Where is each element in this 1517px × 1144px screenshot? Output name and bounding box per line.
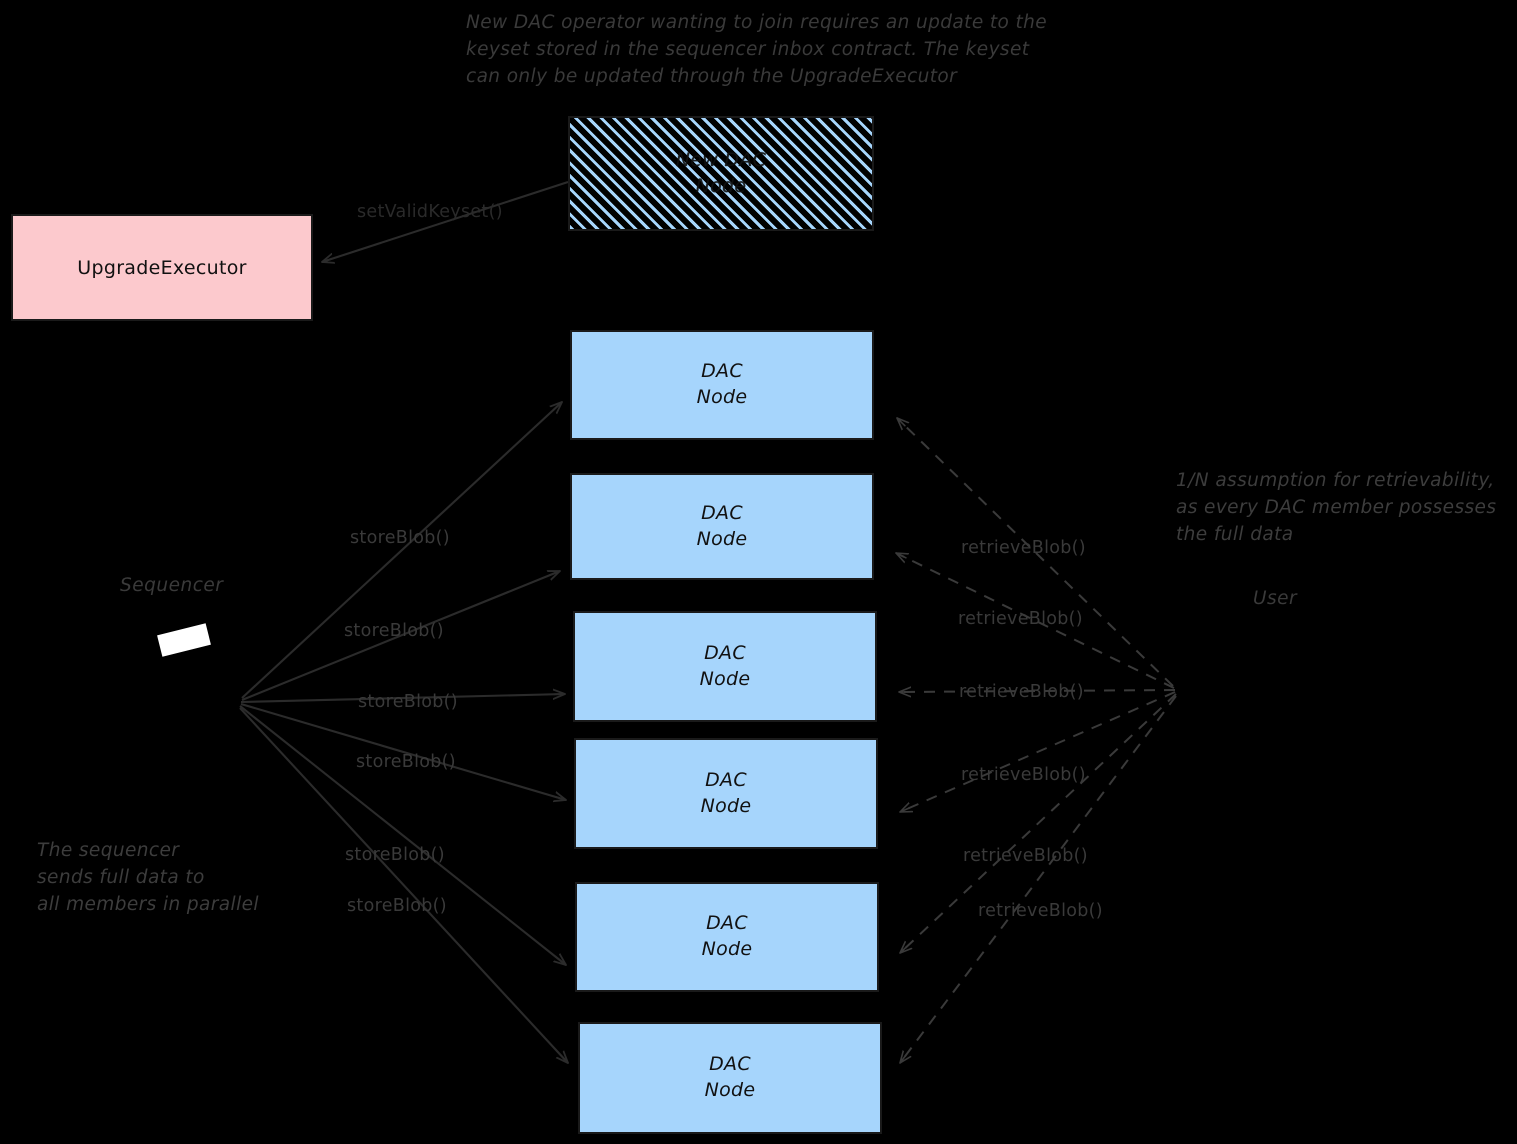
edge-label-retrieve-blob-3: retrieveBlob() xyxy=(959,682,1084,702)
dac-node-box-1[interactable]: DAC Node xyxy=(570,330,874,440)
new-dac-node-line1: New DAC xyxy=(675,148,767,171)
dac-node-4-line1: DAC xyxy=(705,768,747,791)
dac-node-3-line1: DAC xyxy=(704,641,746,664)
dac-node-2-line2: Node xyxy=(696,527,748,550)
dac-node-2-line1: DAC xyxy=(701,501,743,524)
edge-label-set-valid-keyset: setValidKeyset() xyxy=(357,202,503,222)
edge-group-retrieve-blob xyxy=(896,418,1177,1063)
upgrade-executor-label: UpgradeExecutor xyxy=(77,256,247,279)
edge-label-retrieve-blob-1: retrieveBlob() xyxy=(961,538,1086,558)
edge-set-valid-keyset xyxy=(322,181,569,262)
dac-node-6-line2: Node xyxy=(704,1079,756,1101)
dac-node-box-6[interactable]: DAC Node xyxy=(578,1022,882,1134)
dac-node-box-4[interactable]: DAC Node xyxy=(574,738,878,849)
edge-label-store-blob-1: storeBlob() xyxy=(350,528,450,548)
dac-node-1-line2: Node xyxy=(696,386,748,408)
dac-node-3-line2: Node xyxy=(699,667,751,690)
edge-label-store-blob-2: storeBlob() xyxy=(344,621,444,641)
edge-label-store-blob-6: storeBlob() xyxy=(347,896,447,916)
user-label: User xyxy=(1253,588,1298,609)
dac-node-5-line2: Node xyxy=(701,938,753,960)
dac-node-box-2[interactable]: DAC Node xyxy=(570,473,874,580)
sequencer-label: Sequencer xyxy=(120,575,224,596)
edge-label-retrieve-blob-2: retrieveBlob() xyxy=(958,609,1083,629)
edge-label-retrieve-blob-4: retrieveBlob() xyxy=(961,765,1086,785)
edge-label-store-blob-4: storeBlob() xyxy=(356,752,456,772)
edge-label-retrieve-blob-6: retrieveBlob() xyxy=(978,901,1103,921)
edge-group-store-blob xyxy=(239,402,568,1063)
edge-label-retrieve-blob-5: retrieveBlob() xyxy=(963,846,1088,866)
dac-node-box-5[interactable]: DAC Node xyxy=(575,882,879,992)
dac-node-5-line1: DAC xyxy=(706,912,748,935)
dac-node-4-line2: Node xyxy=(700,794,752,817)
dac-node-1-line1: DAC xyxy=(701,360,743,383)
edge-label-store-blob-3: storeBlob() xyxy=(358,692,458,712)
upgrade-executor-box[interactable]: UpgradeExecutor xyxy=(11,214,313,321)
dac-node-box-3[interactable]: DAC Node xyxy=(573,611,877,722)
new-dac-node-line2: Node xyxy=(695,174,747,197)
new-dac-node-box[interactable]: New DAC Node xyxy=(568,116,874,231)
edge-label-store-blob-5: storeBlob() xyxy=(345,845,445,865)
dac-node-6-line1: DAC xyxy=(709,1053,751,1076)
